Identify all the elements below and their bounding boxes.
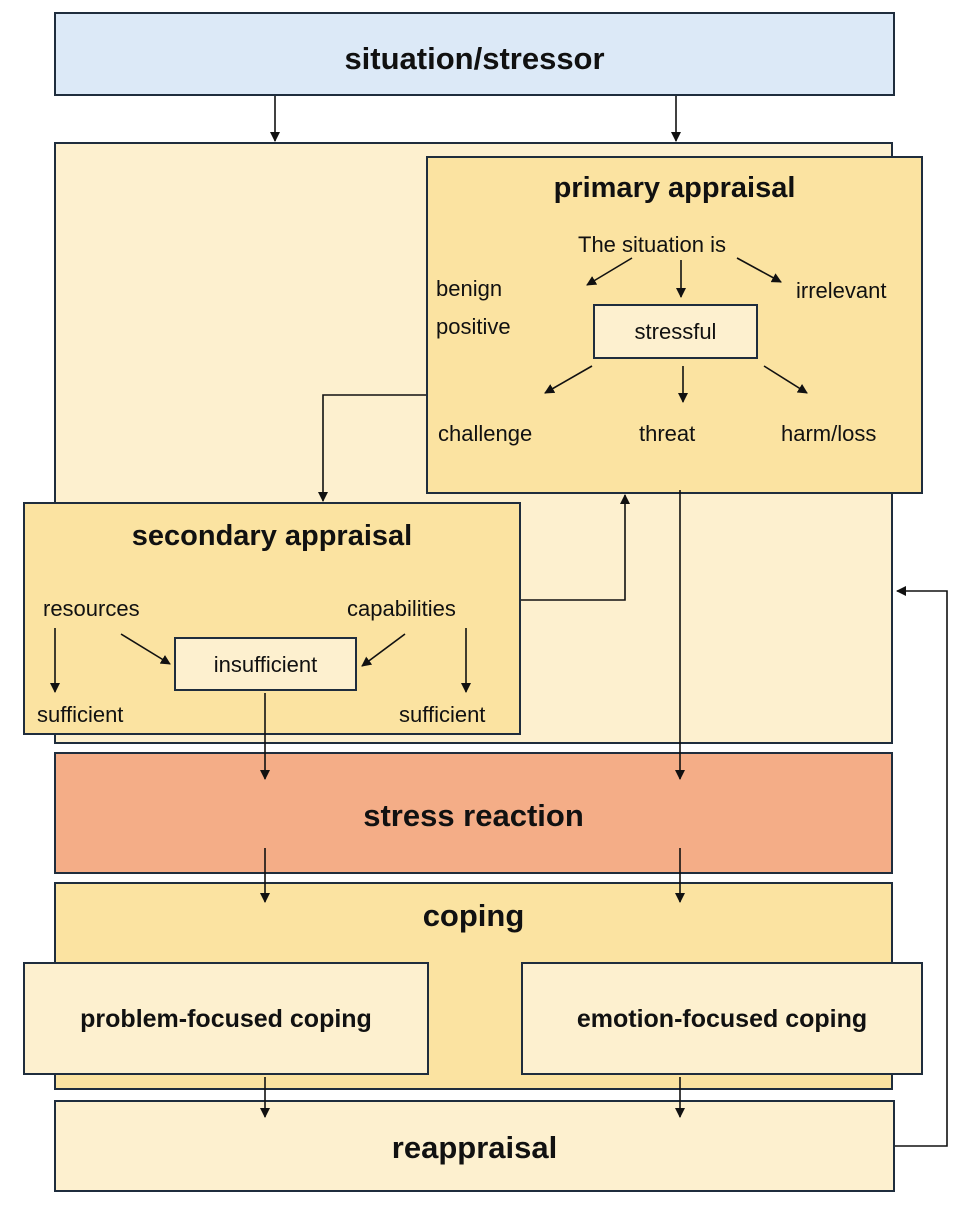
capabilities-label: capabilities (347, 596, 456, 621)
stressful-box: stressful (593, 304, 758, 359)
arrow-to-benign (586, 257, 633, 286)
secondary-appraisal-box: secondary appraisal resources capabiliti… (23, 502, 521, 735)
arrow-capabilities-to-insufficient (361, 633, 406, 667)
arrow-secondary-to-primary (521, 494, 630, 601)
irrelevant-label: irrelevant (796, 278, 887, 303)
emotion-focused-coping-box: emotion-focused coping (521, 962, 923, 1075)
sufficient-left-label: sufficient (37, 702, 124, 727)
situation-is-label: The situation is (578, 232, 726, 257)
sufficient-right-label: sufficient (399, 702, 486, 727)
reappraisal-box: reappraisal (54, 1100, 895, 1192)
resources-label: resources (43, 596, 140, 621)
arrow-to-irrelevant (736, 257, 782, 283)
stress-reaction-box: stress reaction (54, 752, 893, 874)
arrow-reappraisal-feedback (895, 586, 948, 1147)
primary-appraisal-title: primary appraisal (553, 172, 796, 204)
arrow-to-harm-loss (763, 365, 808, 394)
arrow-to-challenge (544, 365, 593, 394)
stress-reaction-label: stress reaction (363, 798, 584, 833)
threat-label: threat (639, 421, 696, 446)
positive-label: positive (436, 314, 511, 339)
emotion-focused-coping-label: emotion-focused coping (576, 1005, 868, 1033)
insufficient-box: insufficient (174, 637, 357, 691)
secondary-appraisal-title: secondary appraisal (131, 520, 413, 552)
insufficient-label: insufficient (213, 652, 318, 677)
arrow-resources-to-insufficient (120, 633, 171, 665)
situation-stressor-box: situation/stressor (54, 12, 895, 96)
coping-title: coping (422, 898, 525, 933)
arrow-primary-to-secondary (318, 394, 426, 502)
stressful-label: stressful (634, 319, 717, 344)
problem-focused-coping-label: problem-focused coping (80, 1005, 372, 1033)
challenge-label: challenge (438, 421, 533, 446)
reappraisal-label: reappraisal (391, 1130, 558, 1165)
situation-stressor-label: situation/stressor (344, 41, 605, 76)
problem-focused-coping-box: problem-focused coping (23, 962, 429, 1075)
benign-label: benign (436, 276, 503, 301)
harm-loss-label: harm/loss (781, 421, 877, 446)
